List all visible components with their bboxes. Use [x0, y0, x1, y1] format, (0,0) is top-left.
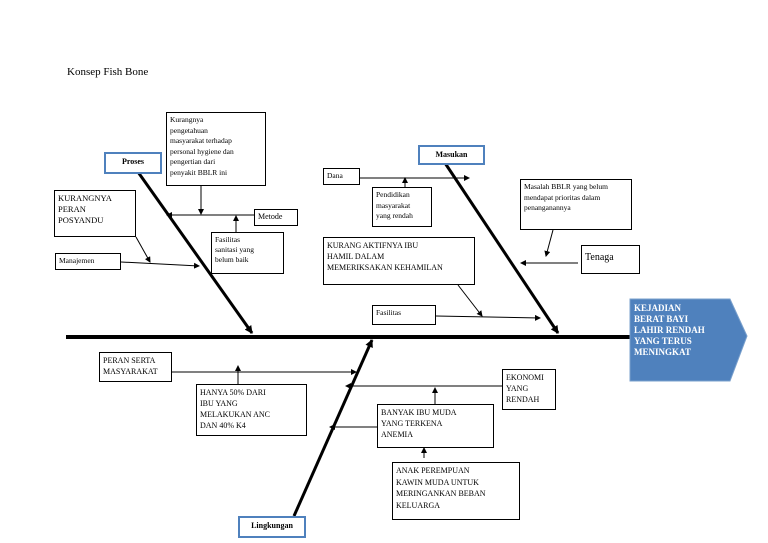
arrow-kurang-aktif [457, 284, 483, 317]
cause-ekonomi: EKONOMI YANG RENDAH [502, 369, 556, 410]
category-masukan: Masukan [418, 145, 485, 165]
cause-kurangnya-pengetahuan: Kurangnya pengetahuan masyarakat terhada… [166, 112, 266, 186]
arrow-fasilitas [435, 314, 541, 321]
cause-banyak-ibu-muda: BANYAK IBU MUDA YANG TERKENA ANEMIA [377, 404, 494, 448]
cause-hanya-50: HANYA 50% DARI IBU YANG MELAKUKAN ANC DA… [196, 384, 307, 436]
page-title: Konsep Fish Bone [67, 66, 149, 78]
cause-fasilitas: Fasilitas [372, 305, 436, 325]
effect-head-shape [629, 298, 748, 382]
arrow-manajemen [120, 261, 200, 269]
cause-peran-serta: PERAN SERTA MASYARAKAT [99, 352, 172, 382]
arrow-posyandu [135, 236, 151, 263]
category-proses: Proses [104, 152, 162, 174]
cause-anak-perempuan: ANAK PEREMPUAN KAWIN MUDA UNTUK MERINGAN… [392, 462, 520, 520]
cause-metode: Metode [254, 209, 298, 226]
arrow-masalah [544, 229, 554, 257]
cause-dana: Dana [323, 168, 360, 185]
cause-pendidikan: Pendidikan masyarakat yang rendah [372, 187, 432, 227]
bone-masukan [443, 162, 560, 334]
cause-kurangnya-peran-posyandu: KURANGNYA PERAN POSYANDU [54, 190, 136, 237]
cause-manajemen: Manajemen [55, 253, 121, 270]
bone-proses [136, 171, 254, 334]
category-lingkungan: Lingkungan [238, 516, 306, 538]
cause-tenaga: Tenaga [581, 245, 640, 274]
cause-masalah-bblr: Masalah BBLR yang belum mendapat priorit… [520, 179, 632, 230]
cause-fasilitas-sanitasi: Fasilitas sanitasi yang belum baik [211, 232, 284, 274]
effect-label: KEJADIAN BERAT BAYI LAHIR RENDAH YANG TE… [634, 303, 705, 357]
cause-kurang-aktif: KURANG AKTIFNYA IBU HAMIL DALAM MEMERIKS… [323, 237, 475, 285]
